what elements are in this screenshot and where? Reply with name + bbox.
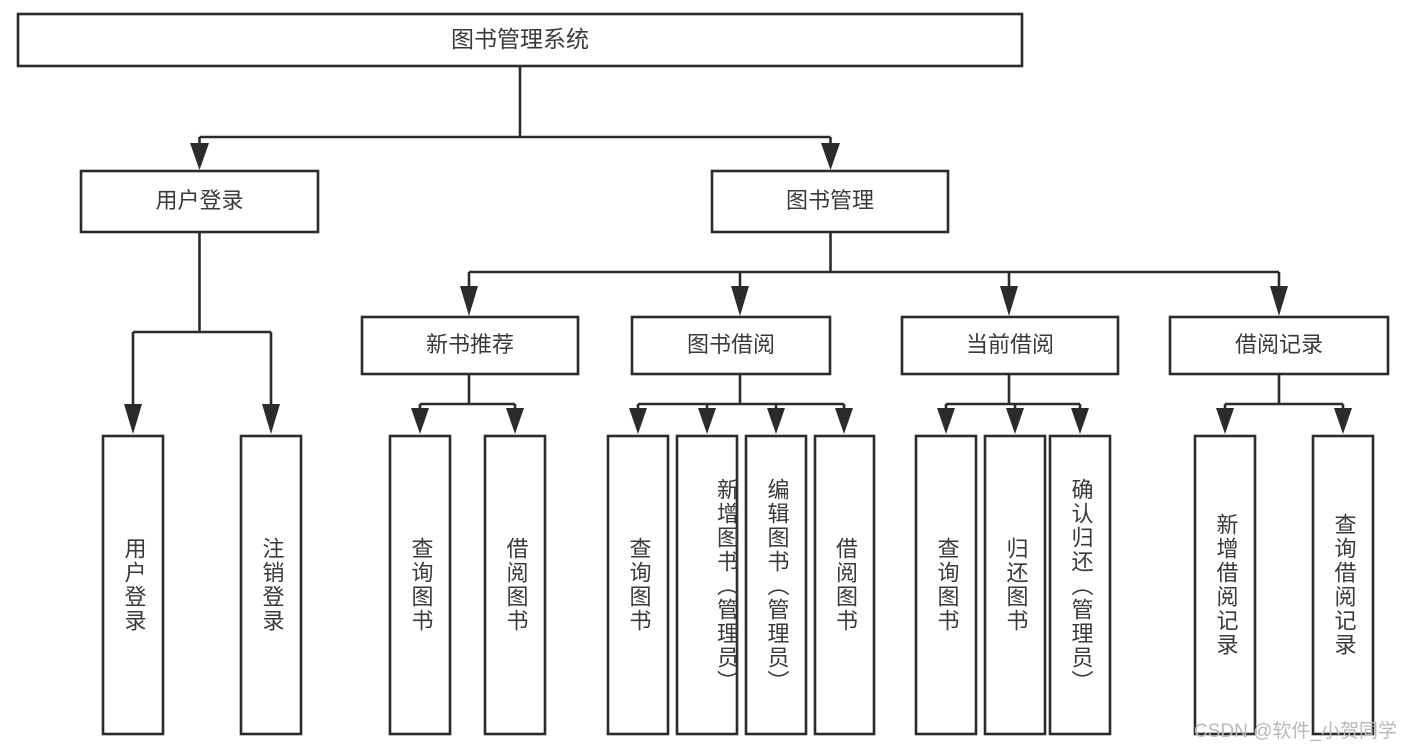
arrow-head-current-borrow: [1000, 286, 1018, 316]
node-leaf-user-logout-box[interactable]: [239, 434, 303, 736]
arrow-head-leaf-borrow-book: [835, 408, 853, 434]
node-book-borrow-box[interactable]: [630, 315, 832, 376]
arrow-head-leaf-borrow-book-rec: [506, 408, 524, 434]
node-leaf-edit-book-admin-box[interactable]: [744, 434, 808, 736]
arrow-head-leaf-edit-book-admin: [767, 408, 785, 434]
arrow-head-leaf-query-book-rec: [411, 408, 429, 434]
arrow-head-leaf-query-borrow-record: [1334, 408, 1352, 434]
node-current-borrow-box[interactable]: [900, 315, 1120, 376]
node-root-label: 图书管理系统: [451, 26, 589, 52]
connector-group-current-borrow: [937, 374, 1089, 434]
connector-group-borrow-record: [1216, 374, 1352, 434]
node-leaf-query-borrow-record-box[interactable]: [1311, 434, 1375, 736]
node-leaf-query-book-current-box[interactable]: [914, 434, 978, 736]
arrow-head-user-login: [190, 143, 209, 170]
node-current-borrow[interactable]: 当前借阅: [900, 315, 1120, 376]
arrow-head-leaf-return-book: [1006, 408, 1024, 434]
node-book-manage[interactable]: 图书管理: [710, 169, 950, 234]
arrow-head-leaf-confirm-return-admin: [1071, 408, 1089, 434]
node-new-book-rec[interactable]: 新书推荐: [360, 315, 580, 376]
node-borrow-record-label: 借阅记录: [1235, 332, 1323, 357]
node-book-manage-label: 图书管理: [786, 188, 874, 213]
connector-group-user-login: [124, 232, 280, 434]
arrow-head-book-manage: [821, 143, 840, 170]
node-book-borrow-label: 图书借阅: [687, 332, 775, 357]
arrow-head-leaf-query-book-borrow: [629, 408, 647, 434]
connector-group-new-book-rec: [411, 374, 524, 434]
arrow-head-new-book-rec: [460, 286, 478, 316]
node-borrow-record-box[interactable]: [1168, 315, 1390, 376]
node-leaf-query-book-borrow-box[interactable]: [606, 434, 670, 736]
node-leaf-return-book-box[interactable]: [983, 434, 1047, 736]
arrow-head-leaf-add-book-admin: [698, 408, 716, 434]
leaf-boxes: [101, 434, 1375, 736]
node-leaf-add-borrow-record-box[interactable]: [1193, 434, 1257, 736]
node-root[interactable]: 图书管理系统: [16, 12, 1024, 68]
connector-group-book-borrow: [629, 374, 853, 434]
node-book-borrow[interactable]: 图书借阅: [630, 315, 832, 376]
connector-group-book-manage: [460, 232, 1288, 316]
node-borrow-record[interactable]: 借阅记录: [1168, 315, 1390, 376]
node-new-book-rec-box[interactable]: [360, 315, 580, 376]
node-user-login[interactable]: 用户登录: [79, 169, 320, 234]
node-new-book-rec-label: 新书推荐: [426, 332, 514, 357]
arrow-head-leaf-user-login: [124, 404, 142, 434]
node-leaf-add-book-admin-box[interactable]: [675, 434, 739, 736]
node-user-login-label: 用户登录: [155, 188, 243, 213]
node-leaf-user-login-box[interactable]: [101, 434, 165, 736]
node-user-login-box[interactable]: [79, 169, 320, 234]
node-book-manage-box[interactable]: [710, 169, 950, 234]
arrow-head-borrow-record: [1270, 286, 1288, 316]
node-leaf-confirm-return-admin-box[interactable]: [1048, 434, 1112, 736]
node-current-borrow-label: 当前借阅: [966, 332, 1054, 357]
node-leaf-query-book-rec-box[interactable]: [388, 434, 452, 736]
node-leaf-borrow-book-rec-box[interactable]: [483, 434, 547, 736]
arrow-head-book-borrow: [731, 286, 749, 316]
arrow-head-leaf-query-book-current: [937, 408, 955, 434]
node-root-box[interactable]: [16, 12, 1024, 68]
arrow-head-leaf-user-logout: [262, 404, 280, 434]
node-leaf-borrow-book-box[interactable]: [813, 434, 876, 736]
connector-group-root: [190, 66, 840, 170]
csdn-watermark: CSDN @软件_小贺同学: [1194, 721, 1397, 742]
arrow-head-leaf-add-borrow-record: [1216, 408, 1234, 434]
